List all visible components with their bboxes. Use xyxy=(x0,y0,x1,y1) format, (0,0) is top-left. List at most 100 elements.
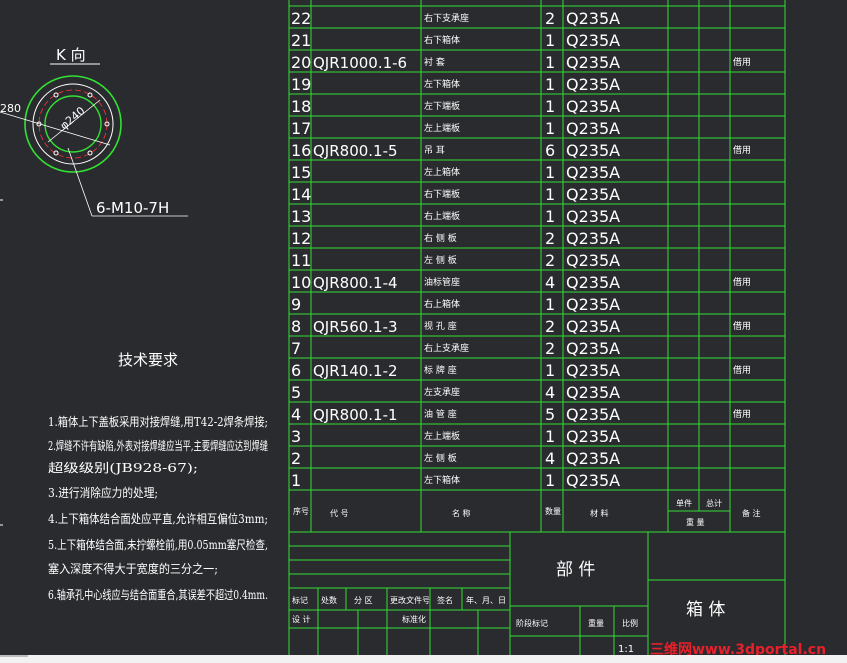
rev-header-zone: 分 区 xyxy=(354,596,373,605)
bom-cell-qty: 4 xyxy=(545,449,555,468)
rev-header-sign: 签名 xyxy=(437,595,453,605)
bom-cell-qty: 1 xyxy=(545,207,555,226)
bom-cell-mat: Q235A xyxy=(566,251,620,270)
bom-cell-no: 6 xyxy=(291,361,301,380)
weight-label: 重量 xyxy=(588,618,604,628)
bom-cell-code: QJR560.1-3 xyxy=(313,318,398,336)
tech-item: 3.进行消除应力的处理; xyxy=(48,485,158,500)
bom-cell-name: 油 管 座 xyxy=(424,408,457,420)
bom-cell-no: 5 xyxy=(291,383,301,402)
bom-cell-no: 1 xyxy=(291,471,301,490)
tech-item: 2.焊缝不许有缺陷,外表对接焊缝应当平,主要焊缝应达到焊缝 xyxy=(48,438,268,453)
bom-cell-no: 4 xyxy=(291,405,301,424)
bom-cell-mat: Q235A xyxy=(566,31,620,50)
bom-cell-name: 左下箱体 xyxy=(424,78,460,90)
bom-cell-mat: Q235A xyxy=(566,339,620,358)
bom-cell-mat: Q235A xyxy=(566,9,620,28)
bom-header-total_weight: 总计 xyxy=(706,498,722,508)
watermark: 三维网www.3dportal.cn xyxy=(650,641,826,658)
bom-cell-qty: 1 xyxy=(545,427,555,446)
bom-cell-no: 21 xyxy=(291,31,311,50)
bom-cell-mat: Q235A xyxy=(566,361,620,380)
stage-mark-label: 阶段标记 xyxy=(516,618,548,628)
dim-outer: 280 xyxy=(0,102,21,115)
title-block: 标记 处数 分 区 更改文件号 签名 年、月、日 设 计 标准化 部 件 箱 体… xyxy=(288,531,786,663)
tech-item: 1.箱体上下盖板采用对接焊缝,用T42-2焊条焊接; xyxy=(48,414,268,429)
bom-cell-mat: Q235A xyxy=(566,273,620,292)
bom-header-unit_weight: 单件 xyxy=(676,498,692,508)
bom-cell-qty: 2 xyxy=(545,9,555,28)
bom-cell-code: QJR800.1-1 xyxy=(313,406,398,424)
bom-cell-name: 右上端板 xyxy=(424,210,460,222)
k-view-detail: K 向 280 φ240 6-M10-7H xyxy=(0,46,188,217)
bom-cell-name: 左上箱体 xyxy=(424,166,460,178)
bom-cell-qty: 1 xyxy=(545,295,555,314)
bom-cell-name: 左下端板 xyxy=(424,100,460,112)
bom-cell-name: 视 孔 座 xyxy=(424,320,457,332)
bom-cell-qty: 1 xyxy=(545,119,555,138)
rev-header-mark: 标记 xyxy=(292,595,308,605)
bom-cell-name: 标 牌 座 xyxy=(424,364,457,376)
bom-cell-no: 16 xyxy=(291,141,311,160)
bom-cell-name: 吊 耳 xyxy=(424,145,445,156)
bom-header-mat: 材 料 xyxy=(590,508,609,518)
bom-cell-no: 18 xyxy=(291,97,311,116)
bom-cell-qty: 2 xyxy=(545,251,555,270)
bom-cell-qty: 1 xyxy=(545,471,555,490)
bom-cell-mat: Q235A xyxy=(566,207,620,226)
bom-cell-note: 借用 xyxy=(733,56,751,68)
bom-cell-name: 右上箱体 xyxy=(424,298,460,310)
bom-cell-mat: Q235A xyxy=(566,427,620,446)
bom-cell-mat: Q235A xyxy=(566,75,620,94)
bom-cell-no: 14 xyxy=(291,185,311,204)
bom-cell-qty: 2 xyxy=(545,317,555,336)
rev-header-date: 年、月、日 xyxy=(466,595,506,605)
bom-cell-no: 7 xyxy=(291,339,301,358)
bom-cell-mat: Q235A xyxy=(566,119,620,138)
bom-cell-code: QJR1000.1-6 xyxy=(313,54,407,72)
bom-cell-no: 2 xyxy=(291,449,301,468)
bom-cell-mat: Q235A xyxy=(566,97,620,116)
tech-item: 6.轴承孔中心线应与结合面重合,其误差不超过0.4mm. xyxy=(48,587,268,602)
bom-cell-no: 17 xyxy=(291,119,311,138)
bom-cell-no: 12 xyxy=(291,229,311,248)
bom-cell-name: 左 侧 板 xyxy=(424,254,457,266)
bom-header-qty: 数量 xyxy=(545,506,561,516)
bom-cell-mat: Q235A xyxy=(566,53,620,72)
bom-cell-name: 左下箱体 xyxy=(424,474,460,486)
bom-cell-no: 13 xyxy=(291,207,311,226)
bom-cell-name: 右下支承座 xyxy=(424,12,469,24)
bom-header-no: 序号 xyxy=(293,506,309,516)
bom-cell-qty: 1 xyxy=(545,53,555,72)
status-strip xyxy=(0,655,847,663)
part-label: 部 件 xyxy=(556,560,595,580)
dim-inner: φ240 xyxy=(58,104,88,132)
bom-cell-note: 借用 xyxy=(733,408,751,420)
bom-cell-mat: Q235A xyxy=(566,141,620,160)
bom-cell-qty: 1 xyxy=(545,163,555,182)
bom-cell-qty: 1 xyxy=(545,361,555,380)
designer-label: 设 计 xyxy=(292,614,311,624)
bom-cell-name: 左上端板 xyxy=(424,430,460,442)
bom-cell-mat: Q235A xyxy=(566,471,620,490)
bom-header-code: 代 号 xyxy=(330,508,349,518)
bom-cell-code: QJR800.1-5 xyxy=(313,142,398,160)
bom-header-name: 名 称 xyxy=(452,508,471,518)
bom-cell-code: QJR800.1-4 xyxy=(313,274,398,292)
bom-cell-no: 15 xyxy=(291,163,311,182)
bom-cell-no: 10 xyxy=(291,273,311,292)
bom-cell-no: 22 xyxy=(291,9,311,28)
bom-cell-qty: 4 xyxy=(545,383,555,402)
scale-label: 比例 xyxy=(622,618,638,628)
bom-cell-no: 20 xyxy=(291,53,311,72)
bom-cell-mat: Q235A xyxy=(566,295,620,314)
view-label: K 向 xyxy=(56,46,86,64)
bom-cell-mat: Q235A xyxy=(566,185,620,204)
bom-cell-qty: 1 xyxy=(545,185,555,204)
bom-cell-name: 衬 套 xyxy=(424,56,445,68)
bom-cell-no: 3 xyxy=(291,427,301,446)
bom-cell-code: QJR140.1-2 xyxy=(313,362,398,380)
tech-item: 4.上下箱体结合面处应平直,允许相互偏位3mm; xyxy=(48,511,268,526)
